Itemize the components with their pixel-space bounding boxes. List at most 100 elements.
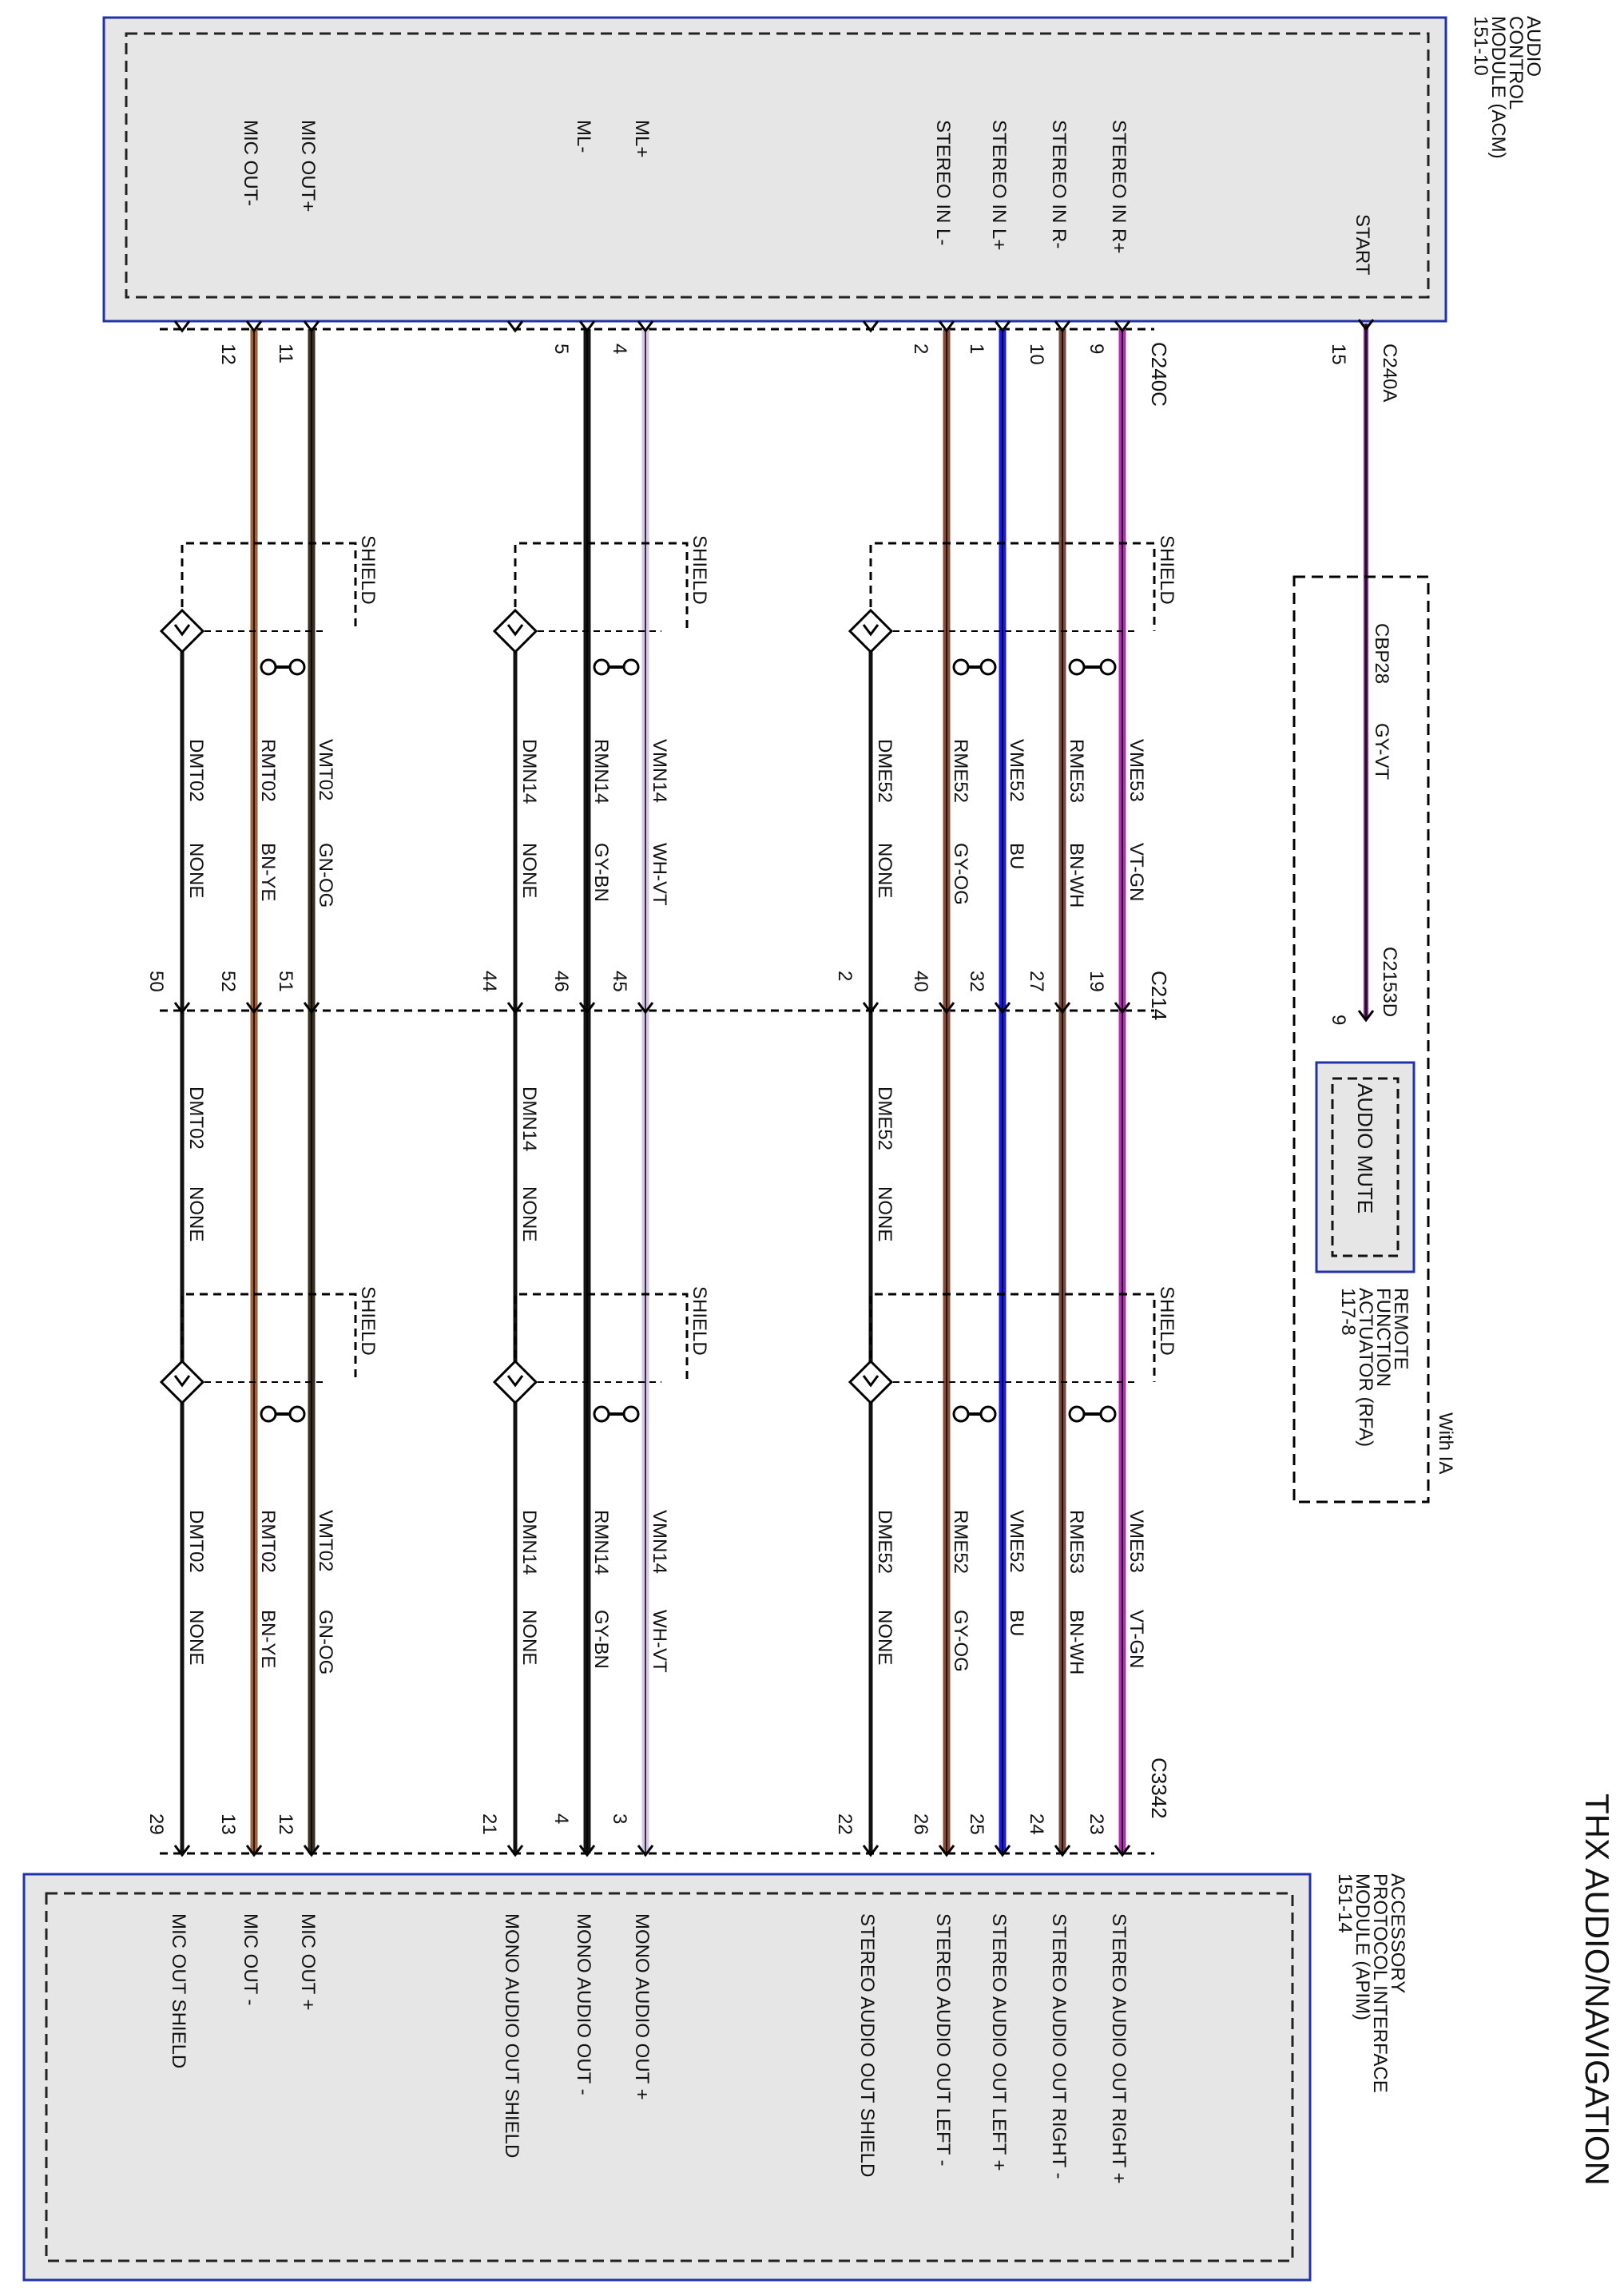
apim-pin-number-3: 26: [910, 1813, 931, 1835]
wire-acm-circuit-4: DME52: [874, 739, 895, 803]
svg-text:MODULE (ACM): MODULE (ACM): [1487, 16, 1509, 159]
wire-apim-color-0: VT-GN: [1126, 1610, 1147, 1668]
c214-pin-number-2: 32: [966, 971, 987, 992]
wire-apim-circuit-5: VMN14: [649, 1510, 670, 1574]
apim-pin-label-0: STEREO AUDIO OUT RIGHT +: [1108, 1913, 1130, 2184]
shield-2-0-twist-end-b-0: [260, 658, 277, 676]
connector-chevron-1-4: [862, 1002, 879, 1015]
shield-0-0-twist-end-a-2: [979, 658, 997, 676]
svg-text:AUDIO: AUDIO: [1523, 16, 1544, 77]
connector-chevron-0-2: [994, 320, 1011, 333]
shield-2-0-diamond: [159, 608, 205, 654]
connector-chevron-1-7: [506, 1002, 524, 1015]
shield-2-0-diamond-chevron: [173, 624, 191, 637]
wire-apim-circuit-7: DMN14: [518, 1510, 540, 1575]
connector-chevron-0-3: [938, 320, 955, 333]
apim-pin-number-0: 23: [1086, 1813, 1107, 1835]
connector-chevron-0-1: [1054, 320, 1071, 333]
wire-acm-circuit-6: RMN14: [590, 739, 612, 804]
wire-acm-circuit-7: DMN14: [518, 739, 540, 804]
apim-pin-number-4: 22: [834, 1813, 856, 1835]
start-wire-color: GY-VT: [1371, 723, 1392, 780]
acm-start-label: START: [1352, 214, 1373, 276]
shield-0-1-diamond-chevron: [862, 1375, 879, 1388]
shield-2-1-twist-end-b-0: [260, 1405, 277, 1423]
acm-module-box: [102, 16, 1447, 323]
shield-2-0-twist-end-a-0: [288, 658, 306, 676]
apim-pin-label-7: MONO AUDIO OUT SHIELD: [501, 1913, 522, 2158]
wire-apim-circuit-4: DME52: [874, 1510, 895, 1574]
wire-apim-circuit-2: VME52: [1006, 1510, 1027, 1573]
svg-text:MODULE (APIM): MODULE (APIM): [1352, 1873, 1373, 2020]
connector-chevron-2-3: [938, 1845, 955, 1857]
shield-1-1-twist-end-a-0: [622, 1405, 640, 1423]
wire-acm-circuit-3: RME52: [950, 739, 971, 803]
connector-chevron-2-8: [303, 1845, 320, 1857]
wire-acm-color-0: VT-GN: [1126, 843, 1147, 901]
wire-apim-color-7: NONE: [518, 1610, 540, 1665]
connector-chevron-2-5: [637, 1845, 654, 1857]
apim-pin-number-5: 3: [609, 1813, 630, 1824]
c214-pin-number-10: 50: [145, 971, 167, 992]
c214-pin-number-8: 51: [275, 971, 296, 992]
connector-chevron-2-2: [994, 1845, 1011, 1857]
c2153d-chevron: [1357, 1010, 1375, 1023]
shield-0-1-twist-end-a-2: [979, 1405, 997, 1423]
connector-chevron-1-1: [1054, 1002, 1071, 1015]
c240c-connector-label: C240C: [1147, 342, 1171, 407]
apim-pin-label-9: MIC OUT -: [240, 1913, 261, 2006]
acm-pin-label-8: MIC OUT+: [297, 120, 319, 212]
shield-0-0-diamond-chevron: [862, 624, 879, 637]
connector-chevron-1-0: [1114, 1002, 1131, 1015]
wire-apim-color-1: BN-WH: [1066, 1610, 1087, 1674]
connector-chevron-1-2: [994, 1002, 1011, 1015]
apim-module-name: ACCESSORY PROTOCOL INTERFACE MODULE (API…: [1334, 1873, 1408, 2093]
shield-2-1-diamond: [159, 1359, 205, 1405]
apim-pin-label-2: STEREO AUDIO OUT LEFT +: [988, 1913, 1010, 2171]
apim-pin-number-8: 12: [275, 1813, 296, 1835]
wire-acm-circuit-0: VME53: [1126, 739, 1147, 802]
connector-chevron-0-6: [578, 320, 596, 333]
c240a-pin-label: 15: [1328, 344, 1349, 365]
svg-text:ACTUATOR (RFA): ACTUATOR (RFA): [1355, 1288, 1376, 1447]
wire-acm-color-9: BN-YE: [257, 843, 279, 901]
drain-middle-circuit-1: DMN14: [518, 1086, 540, 1151]
connector-chevron-0-9: [245, 320, 263, 333]
svg-text:REMOTE: REMOTE: [1390, 1288, 1412, 1370]
apim-pin-number-6: 4: [550, 1813, 572, 1824]
wire-apim-color-5: WH-VT: [649, 1610, 670, 1673]
wire-apim-circuit-3: RME52: [950, 1510, 971, 1574]
wire-acm-color-2: BU: [1006, 843, 1027, 869]
drain-middle-color-1: NONE: [518, 1186, 540, 1241]
acm-pin-number-1: 10: [1026, 344, 1047, 365]
wire-apim-circuit-0: VME53: [1126, 1510, 1147, 1573]
apim-module-inner-dashed: [45, 1892, 1294, 2262]
acm-pin-number-3: 2: [910, 344, 931, 354]
c214-pin-number-4: 2: [834, 971, 856, 981]
connector-chevron-0-7: [506, 320, 524, 333]
shield-2-0-box: [181, 542, 357, 631]
c214-pin-number-7: 44: [478, 971, 500, 992]
shield-1-0-twist-end-b-0: [593, 658, 610, 676]
acm-module-inner-dashed: [125, 32, 1430, 299]
wire-acm-color-4: NONE: [874, 843, 895, 898]
wire-acm-circuit-5: VMN14: [649, 739, 670, 803]
c240a-chevron: [1357, 319, 1375, 332]
shield-1-0-diamond: [492, 608, 538, 654]
connector-chevron-1-10: [173, 1002, 191, 1015]
connector-chevron-1-3: [938, 1002, 955, 1015]
shield-1-0-label: SHIELD: [689, 535, 710, 605]
shield-1-1-diamond: [492, 1359, 538, 1405]
c240a-connector-label: C240A: [1379, 344, 1400, 402]
shield-0-0-diamond: [848, 608, 894, 654]
drain-middle-circuit-0: DME52: [874, 1086, 895, 1150]
start-wire-circuit: CBP28: [1371, 623, 1392, 684]
wire-apim-color-6: GY-BN: [590, 1610, 612, 1669]
shield-1-1-twist-end-b-0: [593, 1405, 610, 1423]
shield-0-1-twist-end-b-2: [952, 1405, 970, 1423]
wire-acm-circuit-2: VME52: [1006, 739, 1027, 802]
wire-apim-circuit-6: RMN14: [590, 1510, 612, 1575]
shield-1-0-twist-end-a-0: [622, 658, 640, 676]
shield-2-1-label: SHIELD: [357, 1286, 379, 1356]
